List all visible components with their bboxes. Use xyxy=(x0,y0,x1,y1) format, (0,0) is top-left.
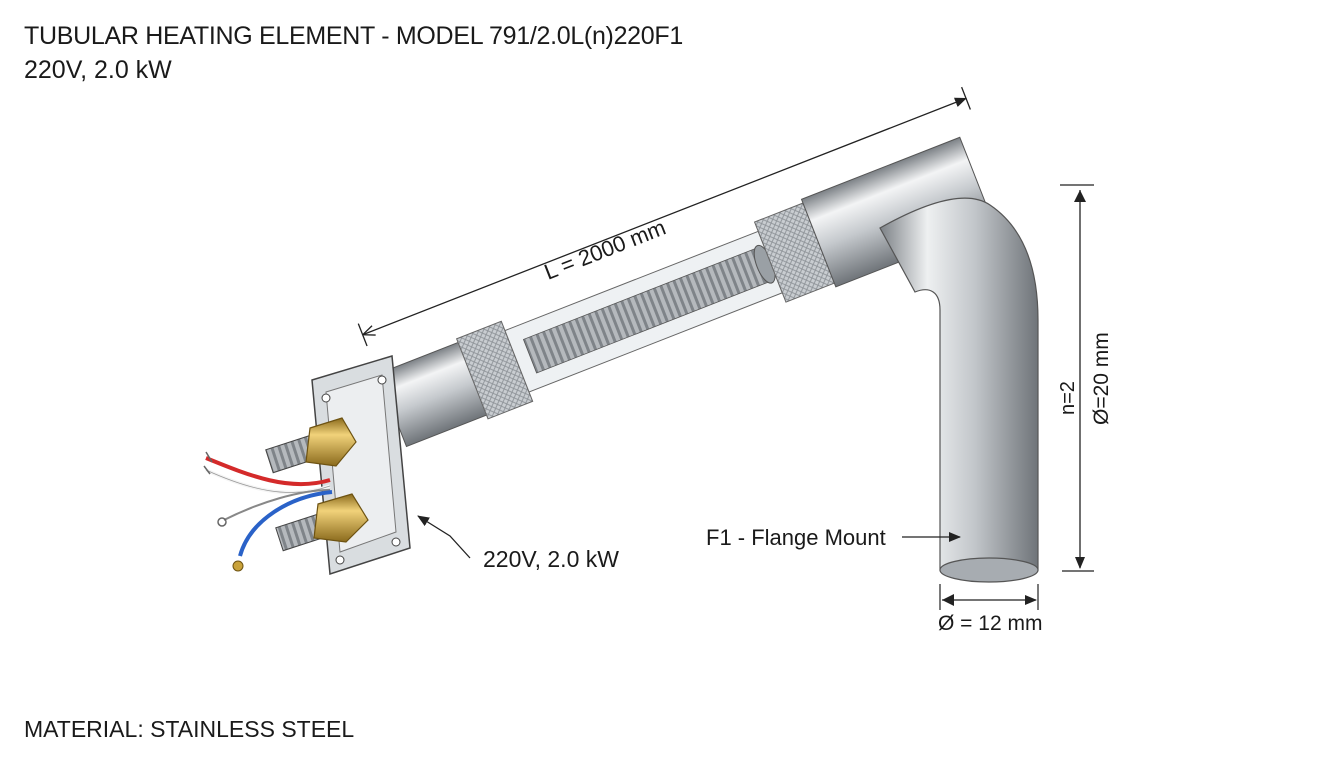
tube-diameter-left-arrow xyxy=(942,594,954,606)
terminal-lower xyxy=(275,493,369,552)
rating-leader-line xyxy=(417,515,471,559)
page-title: TUBULAR HEATING ELEMENT - MODEL 791/2.0L… xyxy=(24,22,683,50)
height-dimension-top-arrow xyxy=(1074,190,1086,202)
rating-label: 220V, 2.0 kW xyxy=(483,546,619,572)
length-dimension-line xyxy=(362,97,967,336)
flange-bolt-hole xyxy=(391,537,401,547)
tube-open-end xyxy=(939,557,1039,583)
wire-blue xyxy=(238,490,333,557)
length-extension-end xyxy=(961,86,971,110)
wire-strand xyxy=(203,465,211,475)
wire-lug xyxy=(232,560,244,572)
page-subtitle: 220V, 2.0 kW xyxy=(24,56,172,84)
flange-bolt-hole xyxy=(377,375,387,385)
wire-red xyxy=(205,456,331,487)
mount-label: F1 - Flange Mount xyxy=(706,525,886,550)
outer-diameter-label: Ø=20 mm xyxy=(1090,332,1113,425)
bends-label: n=2 xyxy=(1057,381,1079,415)
tube-bend-and-leg xyxy=(879,197,1039,571)
material-note: MATERIAL: STAINLESS STEEL xyxy=(24,716,355,742)
wire-strand xyxy=(205,451,213,463)
flange-bolt-hole xyxy=(335,555,345,565)
wire-ring-terminal xyxy=(217,517,227,527)
wire-grey xyxy=(223,489,331,521)
terminal-upper xyxy=(265,417,357,474)
length-dimension-start-arrow-b xyxy=(362,334,376,336)
flange-bolt-hole xyxy=(321,393,331,403)
length-extension-start xyxy=(357,323,368,347)
tube-diameter-label: Ø = 12 mm xyxy=(938,612,1042,635)
length-dimension-start-arrow xyxy=(362,325,373,336)
